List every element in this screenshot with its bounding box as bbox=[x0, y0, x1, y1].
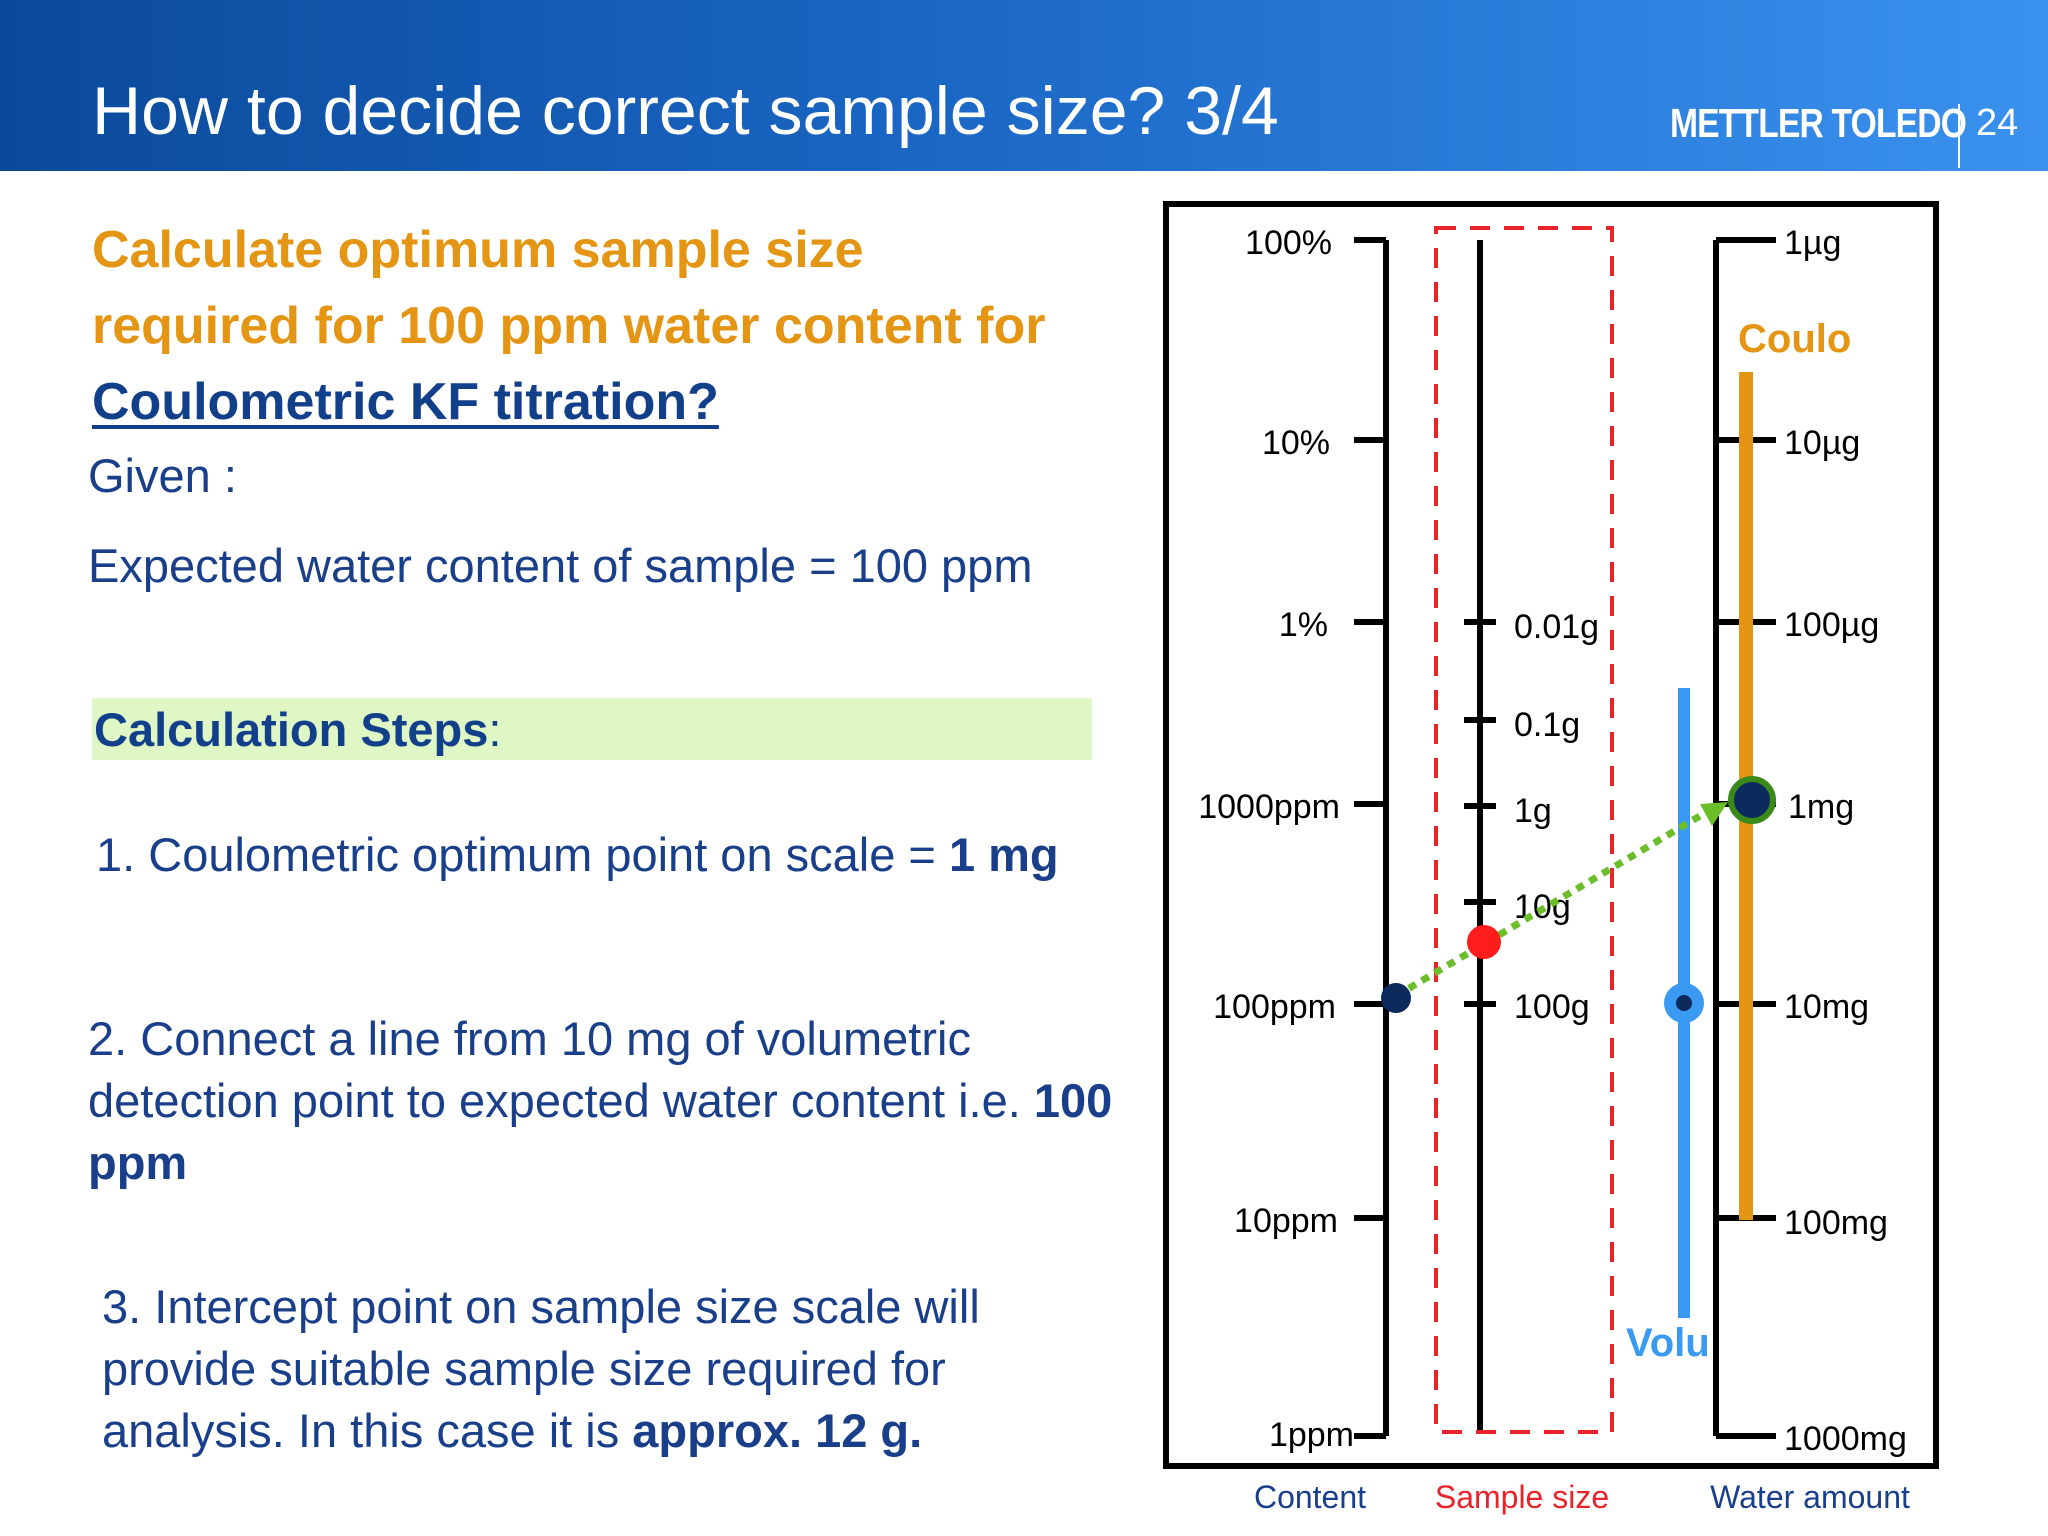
sample-size-highlight-box bbox=[1434, 226, 1614, 1434]
water-tick-label: 1mg bbox=[1788, 788, 1854, 826]
nomogram-frame bbox=[1163, 201, 1939, 1469]
axis-label-sample-size: Sample size bbox=[1435, 1479, 1609, 1515]
volumetric-point-center bbox=[1676, 995, 1692, 1011]
mettler-toledo-logo: METTLER TOLEDO bbox=[1670, 100, 1967, 146]
step-1-bold: 1 mg bbox=[948, 828, 1059, 881]
sample-tick-label: 100g bbox=[1514, 988, 1590, 1026]
coulometric-optimum-point-1mg bbox=[1728, 776, 1776, 824]
content-tick-label: 100ppm bbox=[1213, 988, 1336, 1026]
slide-title: How to decide correct sample size? 3/4 bbox=[92, 73, 1279, 149]
title-bar bbox=[0, 0, 2048, 171]
axis-label-content: Content bbox=[1254, 1479, 1366, 1515]
given-label: Given : bbox=[88, 449, 237, 502]
content-ticks bbox=[1354, 237, 1386, 1439]
axis-label-water-amount: Water amount bbox=[1710, 1479, 1910, 1515]
sample-tick-label: 0.01g bbox=[1514, 608, 1599, 646]
question-heading: Calculate optimum sample size required f… bbox=[92, 212, 1172, 440]
steps-heading-label: Calculation Steps bbox=[94, 703, 489, 756]
steps-heading-highlight bbox=[92, 698, 1092, 760]
sample-size-intercept-point bbox=[1467, 925, 1501, 959]
question-line-2: required for 100 ppm water content for bbox=[92, 297, 1046, 355]
content-tick-label: 1% bbox=[1279, 606, 1328, 644]
question-line-1: Calculate optimum sample size bbox=[92, 221, 864, 279]
given-expected-water-content: Expected water content of sample = 100 p… bbox=[88, 539, 1033, 592]
step-2-bold: 100 ppm bbox=[88, 1074, 1113, 1189]
volu-label: Volu bbox=[1626, 1321, 1710, 1365]
sample-tick-label: 0.1g bbox=[1514, 706, 1580, 744]
content-point-100ppm bbox=[1381, 983, 1411, 1013]
page-number: 24 bbox=[1976, 102, 2019, 144]
step-3: 3. Intercept point on sample size scale … bbox=[102, 1276, 1132, 1462]
step-3-bold: approx. 12 g. bbox=[632, 1404, 923, 1457]
connecting-line bbox=[1394, 806, 1712, 1000]
step-3-text: 3. Intercept point on sample size scale … bbox=[102, 1280, 980, 1457]
header-divider bbox=[1958, 104, 1960, 168]
step-1-text: 1. Coulometric optimum point on scale = bbox=[96, 828, 949, 881]
question-line-3: Coulometric KF titration? bbox=[92, 373, 719, 431]
water-tick-label: 100mg bbox=[1784, 1204, 1888, 1242]
water-tick-label: 1µg bbox=[1784, 224, 1841, 262]
step-2: 2. Connect a line from 10 mg of volumetr… bbox=[88, 1008, 1148, 1194]
content-tick-label: 100% bbox=[1245, 224, 1332, 262]
water-tick-label: 100µg bbox=[1784, 606, 1879, 644]
steps-heading: Calculation Steps: bbox=[94, 702, 501, 757]
content-tick-label: 10ppm bbox=[1234, 1202, 1338, 1240]
sample-ticks bbox=[1464, 619, 1496, 1007]
content-tick-label: 1ppm bbox=[1269, 1416, 1354, 1454]
step-2-text: 2. Connect a line from 10 mg of volumetr… bbox=[88, 1012, 1034, 1127]
sample-tick-label: 1g bbox=[1514, 792, 1552, 830]
connecting-line-arrowhead bbox=[1700, 802, 1728, 826]
content-tick-label: 10% bbox=[1262, 424, 1330, 462]
content-tick-label: 1000ppm bbox=[1198, 788, 1340, 826]
step-1: 1. Coulometric optimum point on scale = … bbox=[96, 824, 1059, 886]
water-tick-label: 1000mg bbox=[1784, 1420, 1907, 1458]
coulo-label: Coulo bbox=[1738, 317, 1851, 361]
water-tick-label: 10mg bbox=[1784, 988, 1869, 1026]
water-tick-label: 10µg bbox=[1784, 424, 1860, 462]
steps-heading-colon: : bbox=[488, 703, 502, 756]
